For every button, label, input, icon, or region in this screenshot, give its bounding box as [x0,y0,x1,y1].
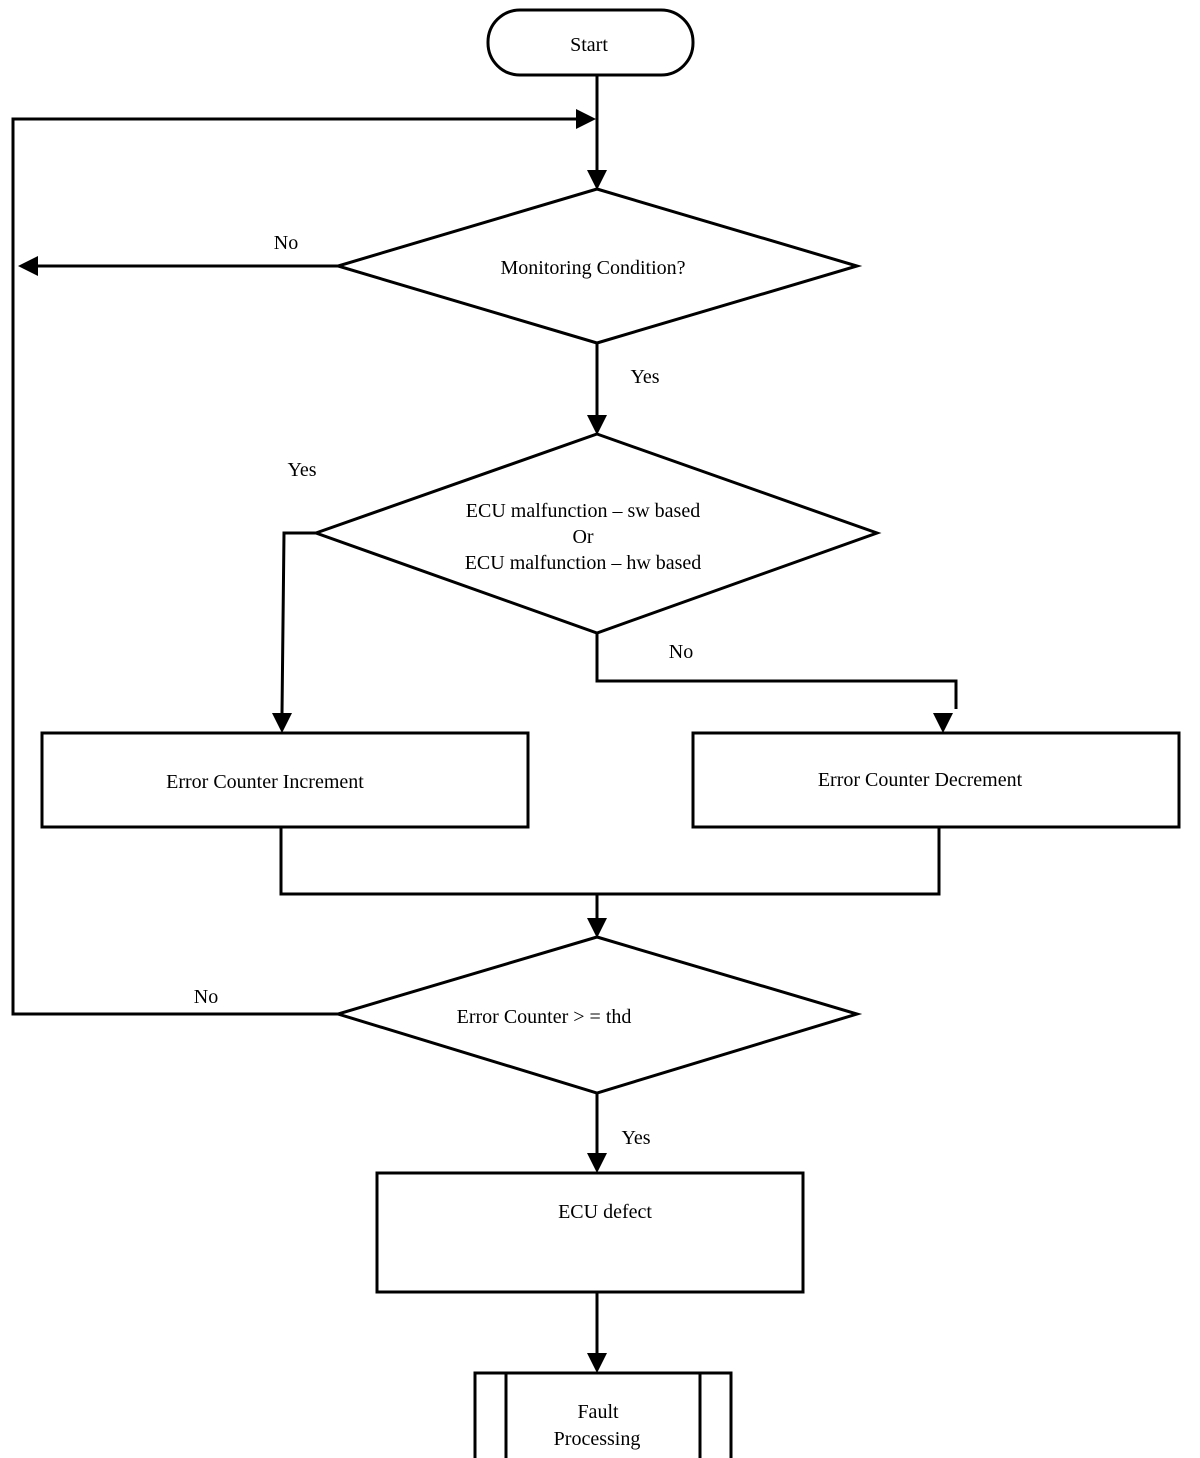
malfunction-decision [311,432,882,635]
monitoring-decision-label: Monitoring Condition? [501,257,686,279]
decrement-process [691,731,1181,829]
arrowhead-monitoring-in [587,170,607,190]
label-threshold-no: No [194,986,218,1008]
fault-subprocess [473,1371,733,1458]
arrowhead-defect-in [587,1153,607,1173]
arrowhead-decrement-in [933,713,953,733]
start-terminator [486,8,695,77]
label-monitoring-yes: Yes [630,366,659,388]
arrowhead-monitoring-no [18,256,38,276]
connector-increment-out [279,827,941,896]
arrowhead-loop-back [576,109,596,129]
decrement-process-label: Error Counter Decrement [818,769,1023,791]
arrowhead-fault-in [587,1353,607,1373]
defect-process-label: ECU defect [558,1201,652,1223]
connector-loop-back [11,117,578,1016]
arrowhead-threshold-in [587,918,607,938]
increment-process [40,731,530,829]
arrowhead-malfunction-in [587,415,607,435]
label-malfunction-no: No [669,641,693,663]
threshold-decision-label: Error Counter > = thd [457,1006,632,1028]
malfunction-decision-line3: ECU malfunction – hw based [465,552,702,574]
connector-malfunction-yes [280,531,316,714]
defect-process [375,1171,805,1294]
arrowhead-increment-in [272,713,292,733]
monitoring-decision [332,187,863,345]
fault-subprocess-line1: Fault [577,1401,619,1423]
threshold-decision [332,935,863,1095]
label-monitoring-no: No [274,232,298,254]
label-threshold-yes: Yes [621,1127,650,1149]
label-malfunction-yes: Yes [287,459,316,481]
increment-process-label: Error Counter Increment [166,771,364,793]
connector-malfunction-no [595,633,958,709]
fault-subprocess-line2: Processing [554,1428,641,1450]
start-label: Start [570,34,608,56]
malfunction-decision-line2: Or [572,526,593,548]
malfunction-decision-line1: ECU malfunction – sw based [466,500,700,522]
